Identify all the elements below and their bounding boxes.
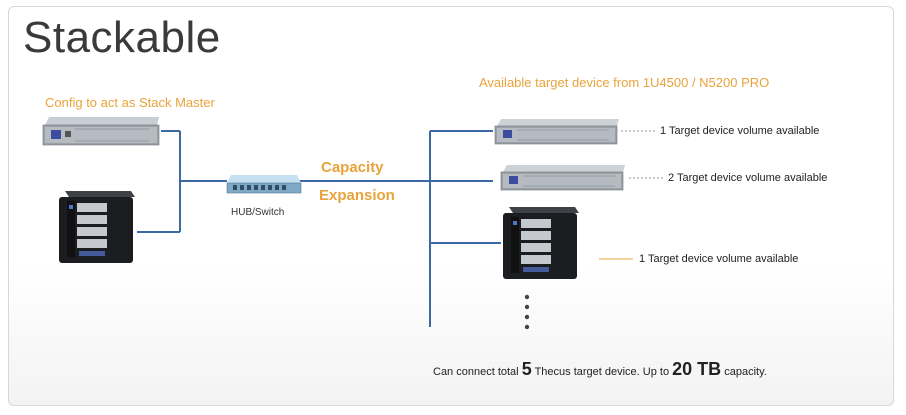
- ellipsis-dot: [524, 304, 530, 310]
- target-rack-server-2-icon: [500, 165, 625, 191]
- expansion-label: Expansion: [319, 187, 395, 204]
- diagram-slide: Stackable Config to act as Stack Master …: [8, 6, 894, 406]
- summary-middle: Thecus target device. Up to: [534, 366, 670, 378]
- summary-prefix: Can connect total: [433, 366, 519, 378]
- capacity-label: Capacity: [321, 159, 384, 176]
- hub-switch-label: HUB/Switch: [231, 207, 285, 218]
- target-rack-server-1-icon: [494, 119, 619, 145]
- target-3-volume-label: 1 Target device volume available: [639, 253, 799, 265]
- target-devices-label: Available target device from 1U4500 / N5…: [479, 75, 770, 90]
- capacity-summary: Can connect total 5 Thecus target device…: [433, 359, 767, 380]
- summary-capacity: 20 TB: [672, 359, 722, 379]
- hub-switch-icon: [226, 175, 302, 194]
- rack-server-icon: [42, 117, 160, 146]
- connection-lines: [137, 130, 663, 330]
- stack-master-label: Config to act as Stack Master: [45, 95, 215, 110]
- page-title: Stackable: [23, 13, 221, 62]
- summary-device-count: 5: [521, 359, 532, 379]
- target-2-volume-label: 2 Target device volume available: [668, 172, 828, 184]
- tower-nas-icon: [59, 191, 135, 263]
- ellipsis-dot: [524, 294, 530, 300]
- target-tower-nas-icon: [503, 207, 579, 279]
- ellipsis-dot: [524, 314, 530, 320]
- ellipsis-dot: [524, 324, 530, 330]
- summary-suffix: capacity.: [724, 366, 767, 378]
- target-1-volume-label: 1 Target device volume available: [660, 125, 820, 137]
